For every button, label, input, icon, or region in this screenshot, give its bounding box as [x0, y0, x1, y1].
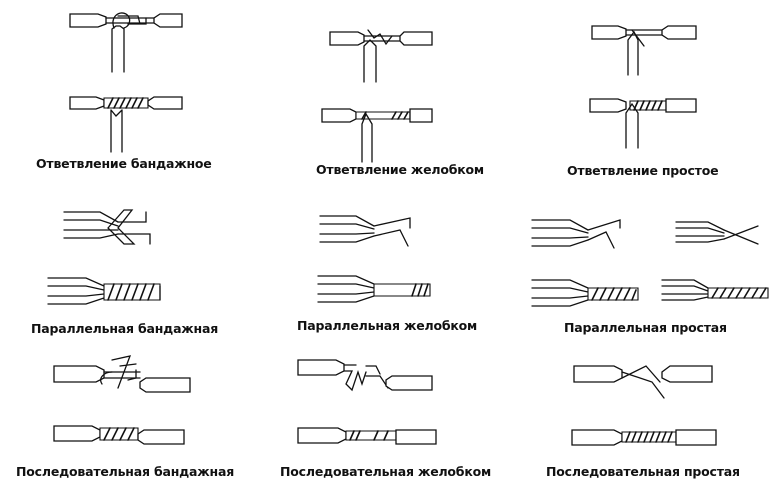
caption-parallel-simple: Параллельная простая — [564, 320, 727, 335]
series-groove-start — [297, 359, 433, 392]
series-simple-start — [573, 365, 713, 399]
caption-branch-bandage: Ответвление бандажное — [36, 156, 212, 171]
series-bandage-start — [53, 355, 191, 393]
parallel-simple-end — [531, 279, 639, 307]
branch-bandage-wrap-end — [69, 96, 183, 153]
series-bandage-end — [53, 425, 185, 445]
parallel-groove-end — [317, 275, 431, 303]
caption-parallel-bandage: Параллельная бандажная — [31, 321, 219, 336]
caption-series-bandage: Последовательная бандажная — [16, 464, 235, 479]
parallel-simple-twist-end — [661, 279, 769, 301]
series-simple-end — [571, 429, 717, 446]
branch-groove-end — [321, 108, 433, 163]
caption-series-groove: Последовательная желобком — [280, 464, 492, 479]
caption-parallel-groove: Параллельная желобком — [297, 318, 478, 333]
parallel-simple-start — [531, 219, 621, 249]
caption-branch-groove: Ответвление желобком — [316, 162, 484, 177]
branch-groove-start — [329, 29, 433, 83]
branch-bandage-wrap-start — [69, 12, 183, 73]
branch-simple-end — [589, 98, 697, 149]
parallel-groove-start — [319, 215, 411, 247]
caption-branch-simple: Ответвление простое — [567, 163, 719, 178]
parallel-simple-twist-start — [675, 221, 759, 245]
caption-series-simple: Последовательная простая — [546, 464, 740, 479]
branch-simple-start — [591, 25, 697, 76]
parallel-bandage-end — [47, 277, 161, 305]
series-groove-end — [297, 427, 437, 445]
parallel-bandage-start — [63, 209, 151, 245]
